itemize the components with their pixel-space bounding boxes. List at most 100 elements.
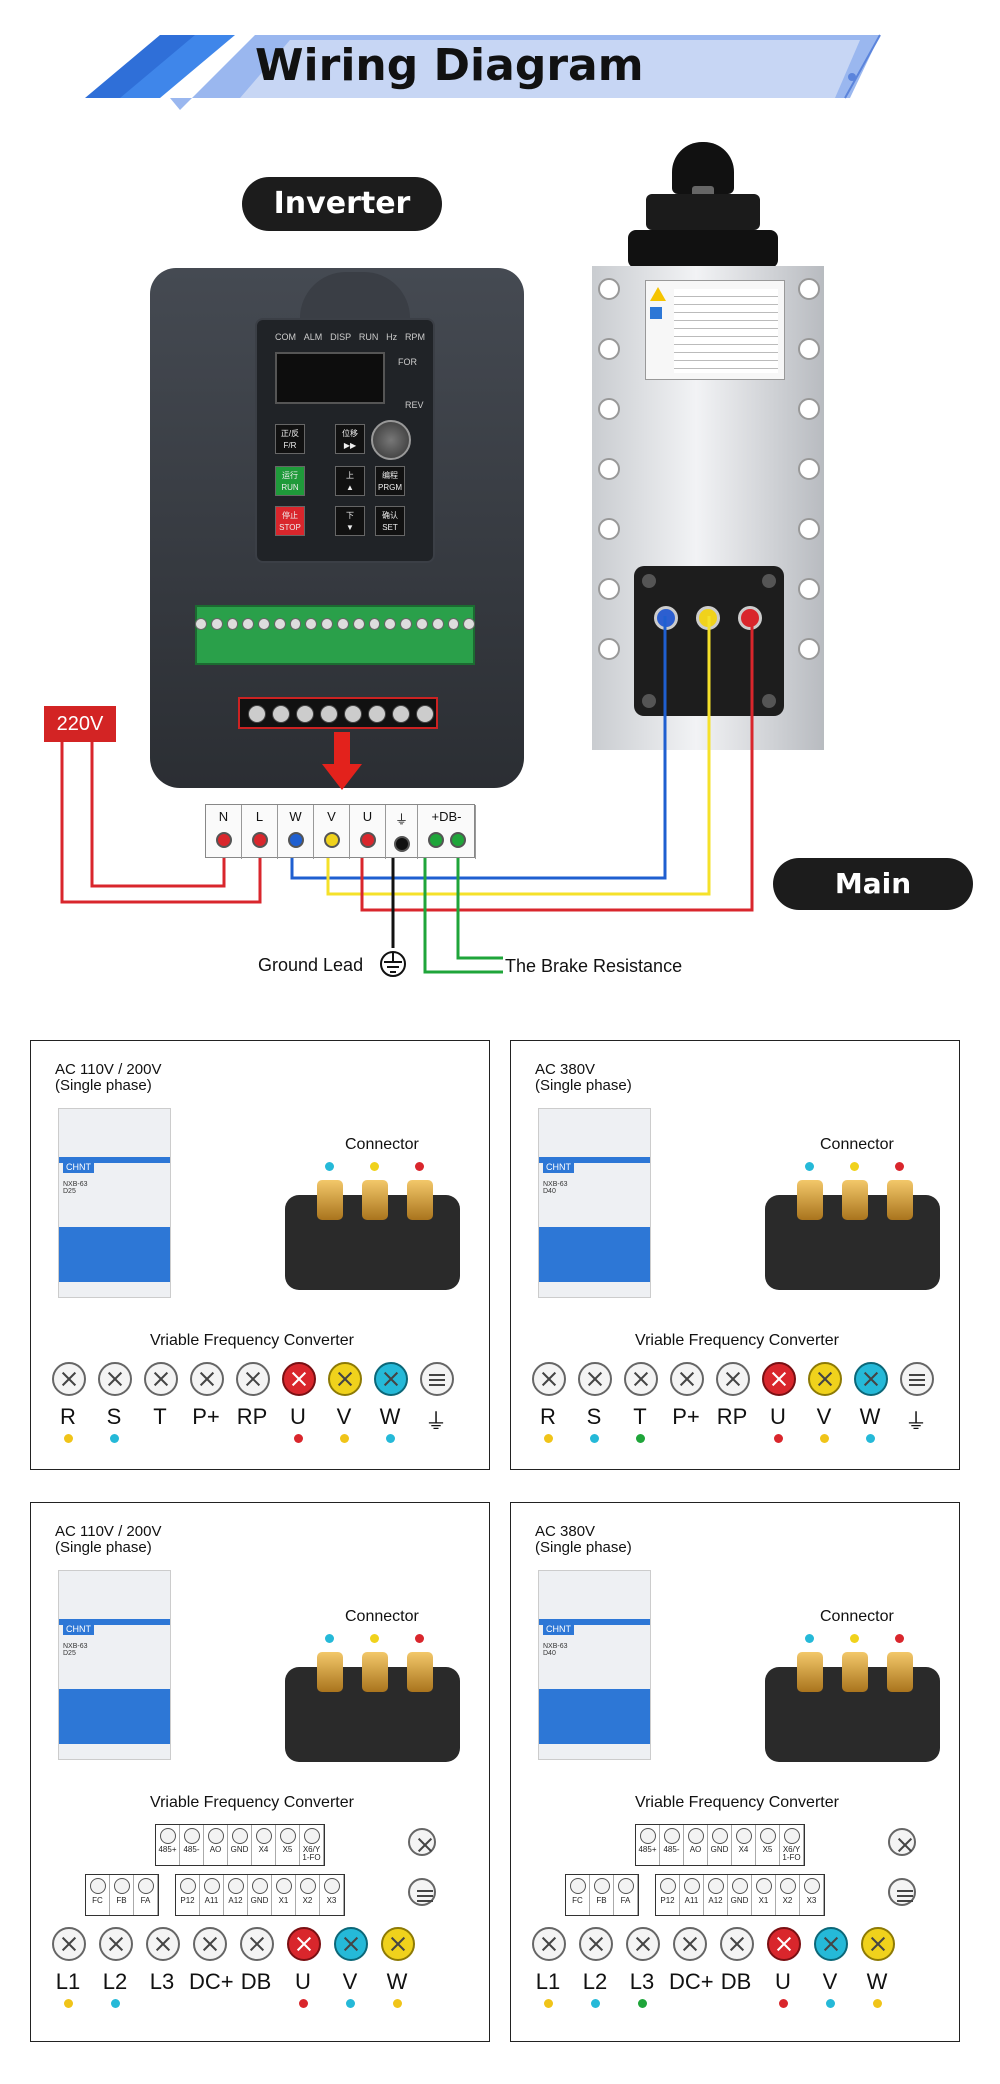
connector-post — [317, 1652, 343, 1692]
fin-hole — [798, 518, 820, 540]
keypad-key[interactable]: 上▲ — [335, 466, 365, 496]
control-terminal-label: X1 — [758, 1896, 769, 1905]
wire-brake-1 — [423, 846, 503, 974]
key-top-label: 运行 — [282, 471, 298, 480]
phase-color-dot — [111, 1999, 120, 2008]
connector-post — [797, 1652, 823, 1692]
spindle-neck — [646, 194, 760, 230]
panel-title: AC 110V / 200V (Single phase) — [55, 1523, 162, 1556]
power-terminal-label: L2 — [102, 1969, 128, 1994]
control-terminal: FA — [614, 1875, 638, 1915]
control-terminal-label: X1 — [278, 1896, 289, 1905]
control-screw-icon — [113, 1878, 130, 1894]
breaker-brand: CHNT — [63, 1161, 94, 1173]
fin-hole — [598, 458, 620, 480]
power-terminal-screw-icon — [334, 1927, 368, 1961]
nameplate-table — [674, 289, 778, 373]
phase-color-dot — [386, 1434, 395, 1443]
power-terminal-label: ⏚ — [904, 1409, 927, 1434]
control-screw-icon — [687, 1828, 704, 1844]
panel-title: AC 110V / 200V (Single phase) — [55, 1061, 162, 1094]
keypad-key[interactable]: 下▼ — [335, 506, 365, 536]
power-screw-icon — [392, 705, 410, 723]
power-terminal-label: L3 — [629, 1969, 655, 1994]
power-terminal-label: U — [290, 1404, 306, 1429]
control-terminal-label: FC — [572, 1896, 583, 1905]
control-screw-icon — [303, 1828, 320, 1844]
breaker-band — [59, 1157, 170, 1163]
connector-color-dot — [370, 1162, 379, 1171]
power-terminal-screw-icon — [861, 1927, 895, 1961]
power-terminal-screw-icon — [579, 1927, 613, 1961]
control-screw-icon — [803, 1878, 820, 1894]
key-bottom-label: PRGM — [378, 483, 402, 492]
voltage-label: 220V — [44, 706, 116, 742]
power-terminal-label: RP — [236, 1404, 268, 1429]
power-terminal-label: S — [586, 1404, 602, 1429]
terminal-dot — [323, 832, 340, 848]
power-terminal-screw-icon — [808, 1362, 842, 1396]
speed-knob[interactable] — [371, 420, 411, 460]
phase-color-dot — [873, 1999, 882, 2008]
keypad-key[interactable]: 位移▶▶ — [335, 424, 365, 454]
power-terminal-screw-icon — [626, 1927, 660, 1961]
corner-screw-icon — [762, 694, 776, 708]
strip-screw-icon — [195, 618, 207, 630]
key-top-label: 位移 — [342, 429, 358, 438]
power-terminal-label: L1 — [55, 1969, 81, 1994]
keypad-key[interactable]: 编程 PRGM — [375, 466, 405, 496]
power-terminal-screw-icon — [52, 1362, 86, 1396]
control-terminal-label: X2 — [782, 1896, 793, 1905]
main-spindle-label: Main spindle — [773, 858, 973, 952]
connector-color-dot — [850, 1162, 859, 1171]
control-terminal-label: FA — [620, 1896, 631, 1905]
fin-hole — [798, 278, 820, 300]
phase-color-dot — [544, 1999, 553, 2008]
control-screw-icon — [755, 1878, 772, 1894]
control-screw-icon — [179, 1878, 196, 1894]
terminal-cell: +DB- — [418, 805, 476, 859]
terminal-label: N — [218, 809, 229, 824]
control-terminal-label: FB — [116, 1896, 127, 1905]
vfc-label: Vriable Frequency Converter — [635, 1794, 839, 1811]
control-terminal: X6/Y 1-FO — [780, 1825, 804, 1865]
phase-color-dot — [591, 1999, 600, 2008]
power-screw-icon — [272, 705, 290, 723]
ground-lead-label: Ground Lead — [258, 955, 364, 975]
power-screw-icon — [248, 705, 266, 723]
control-terminal-label: 485- — [663, 1845, 680, 1854]
key-top-label: 编程 — [382, 471, 398, 480]
phase-color-dot — [636, 1434, 645, 1443]
control-screw-icon — [255, 1828, 272, 1844]
phase-color-dot — [346, 1999, 355, 2008]
power-terminal-screw-icon — [762, 1362, 796, 1396]
power-terminal-screw-icon — [420, 1362, 454, 1396]
control-terminal-label: FC — [92, 1896, 103, 1905]
phase-color-dot — [64, 1999, 73, 2008]
terminal-dot — [251, 832, 268, 848]
control-screw-icon — [299, 1878, 316, 1894]
power-terminal-screw-icon — [374, 1362, 408, 1396]
power-terminal-label: DC+ — [669, 1969, 714, 1994]
connector-color-dot — [805, 1634, 814, 1643]
control-terminal-label: GND — [730, 1896, 749, 1905]
phase-color-dot — [866, 1434, 875, 1443]
strip-screw-icon — [242, 618, 255, 630]
header-banner — [85, 34, 881, 110]
rev-label: REV — [405, 400, 424, 410]
control-terminal-label: AO — [689, 1845, 702, 1854]
strip-screw-icon — [368, 618, 381, 630]
fin-hole — [598, 338, 620, 360]
fin-hole — [598, 578, 620, 600]
fin-hole — [798, 398, 820, 420]
breaker-handles — [59, 1689, 170, 1744]
control-terminal-strip — [195, 605, 475, 665]
indicator-label: Hz — [386, 332, 398, 342]
power-screw-icon — [296, 705, 314, 723]
